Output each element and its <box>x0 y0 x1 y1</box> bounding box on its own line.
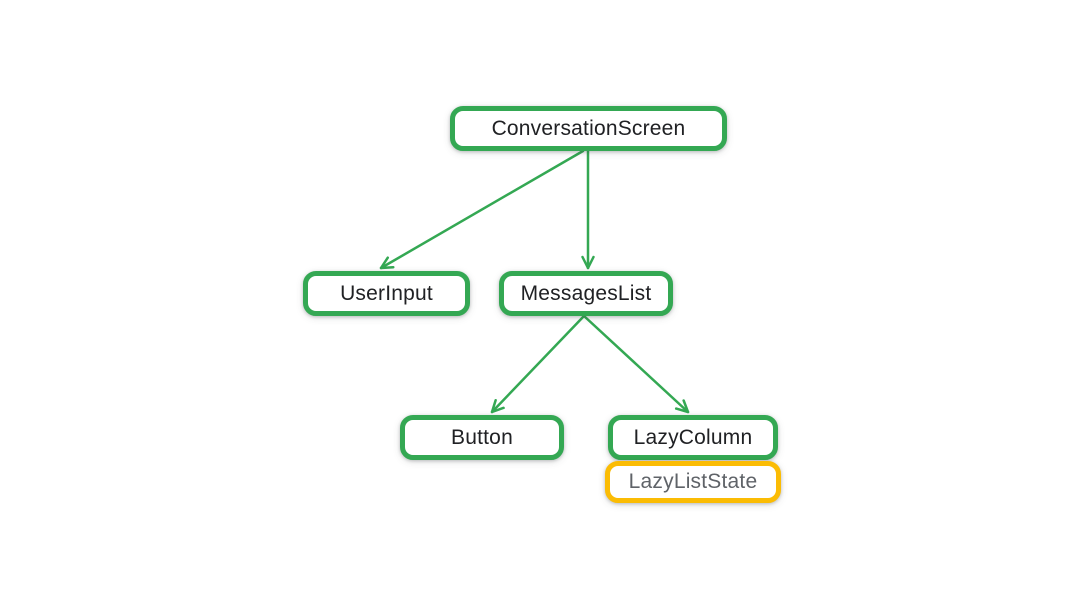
node-lazy-column: LazyColumn <box>608 415 778 460</box>
node-label: MessagesList <box>520 281 652 305</box>
node-conversation-screen: ConversationScreen <box>450 106 727 151</box>
node-label: LazyColumn <box>633 425 753 449</box>
node-messages-list: MessagesList <box>499 271 673 316</box>
node-label: Button <box>451 425 513 449</box>
node-button: Button <box>400 415 564 460</box>
edge-conversation-screen-to-user-input <box>379 149 585 270</box>
node-lazy-list-state: LazyListState <box>605 461 781 503</box>
node-label: LazyListState <box>628 470 758 493</box>
node-label: ConversationScreen <box>491 116 686 140</box>
edge-messages-list-to-lazy-column <box>582 314 690 414</box>
node-label: UserInput <box>340 281 433 305</box>
edge-messages-list-to-button <box>490 314 586 414</box>
node-user-input: UserInput <box>303 271 470 316</box>
